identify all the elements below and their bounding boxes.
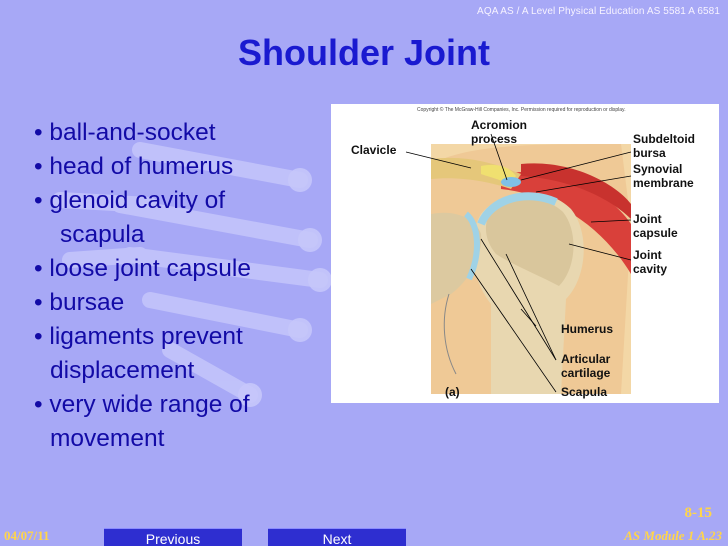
shoulder-anatomy-illustration: Copyright © The McGraw-Hill Companies, I… [351,106,695,399]
bullet-loose-joint-capsule: • loose joint capsule [34,255,251,282]
label-articular-1: Articular [561,352,611,366]
shoulder-joint-figure: Copyright © The McGraw-Hill Companies, I… [331,104,719,403]
module-code: AS Module 1 A.23 [624,528,722,543]
previous-button[interactable]: Previous [104,528,242,546]
bullet-bursae: • bursae [34,289,125,316]
label-joint-cavity-2: cavity [633,262,667,276]
label-scapula: Scapula [561,385,607,399]
label-clavicle: Clavicle [351,143,397,157]
label-joint-cavity-1: Joint [633,248,662,262]
course-header-note: AQA AS / A Level Physical Education AS 5… [477,6,720,17]
bullet-list: • ball-and-socket • head of humerus • gl… [34,116,334,456]
slide-number: 8-15 [684,505,713,521]
bullet-glenoid-cavity-cont: scapula [60,221,145,248]
figure-copyright: Copyright © The McGraw-Hill Companies, I… [417,106,626,113]
label-subdeltoid-1: Subdeltoid [633,132,695,146]
bullet-range-of-movement-cont: movement [50,425,165,452]
label-humerus: Humerus [561,322,613,336]
bullet-ball-and-socket: • ball-and-socket [34,119,216,146]
label-synovial-1: Synovial [633,162,682,176]
label-acromion-2: process [471,132,517,146]
bullet-range-of-movement: • very wide range of [34,391,250,418]
page-title: Shoulder Joint [238,32,490,73]
label-synovial-2: membrane [633,176,694,190]
label-panel-a: (a) [445,385,460,399]
label-articular-2: cartilage [561,366,611,380]
footer-date: 04/07/11 [4,528,50,543]
label-acromion-1: Acromion [471,118,527,132]
bullet-glenoid-cavity: • glenoid cavity of [34,187,226,214]
next-button[interactable]: Next [268,528,406,546]
label-subdeltoid-2: bursa [633,146,666,160]
bullet-ligaments: • ligaments prevent [34,323,243,350]
bullet-ligaments-cont: displacement [50,357,195,384]
bullet-head-of-humerus: • head of humerus [34,153,234,180]
label-joint-capsule-2: capsule [633,226,678,240]
label-joint-capsule-1: Joint [633,212,662,226]
